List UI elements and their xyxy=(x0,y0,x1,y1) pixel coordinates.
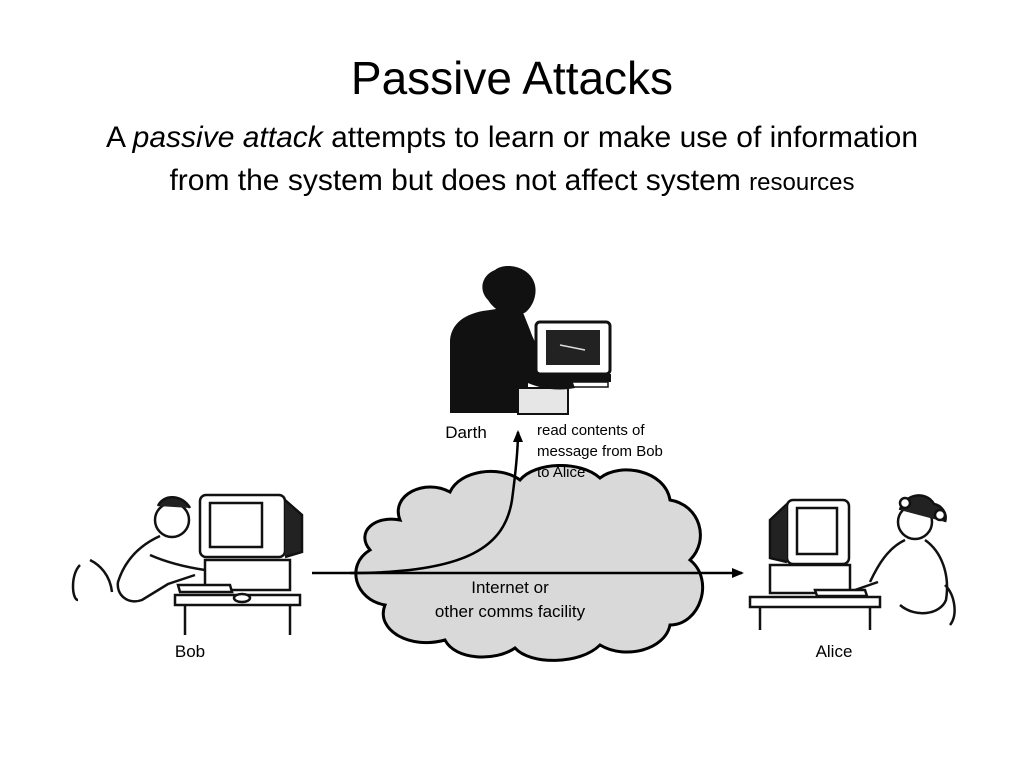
subtitle-emphasis: passive attack xyxy=(132,121,323,154)
cloud-label-line2: other comms facility xyxy=(435,602,586,621)
interception-arrow xyxy=(349,430,523,575)
subtitle-line1-rest: attempts to learn or make use of informa… xyxy=(322,121,919,154)
subtitle-line2: from the system but does not affect syst… xyxy=(169,164,750,197)
cloud-label-line1: Internet or xyxy=(471,578,549,597)
slide-title: Passive Attacks xyxy=(350,52,674,104)
alice-label: Alice xyxy=(816,642,853,661)
annotation-line-2: message from Bob xyxy=(537,443,663,460)
darth-label: Darth xyxy=(445,423,487,442)
bob-label: Bob xyxy=(175,642,205,661)
darth-figure: Darth xyxy=(445,266,612,442)
interception-annotation: read contents of message from Bob to Ali… xyxy=(537,422,663,481)
annotation-line-3: to Alice xyxy=(537,464,585,481)
darth-monitor xyxy=(534,320,612,388)
alice-figure xyxy=(748,494,956,630)
subtitle-line2-small: resources xyxy=(749,169,855,196)
annotation-line-1: read contents of xyxy=(537,422,645,439)
slide-subtitle: A passive attack attempts to learn or ma… xyxy=(40,116,984,204)
subtitle-prefix: A xyxy=(105,121,133,154)
bob-figure xyxy=(71,493,304,635)
internet-cloud: Internet or other comms facility xyxy=(354,464,705,662)
